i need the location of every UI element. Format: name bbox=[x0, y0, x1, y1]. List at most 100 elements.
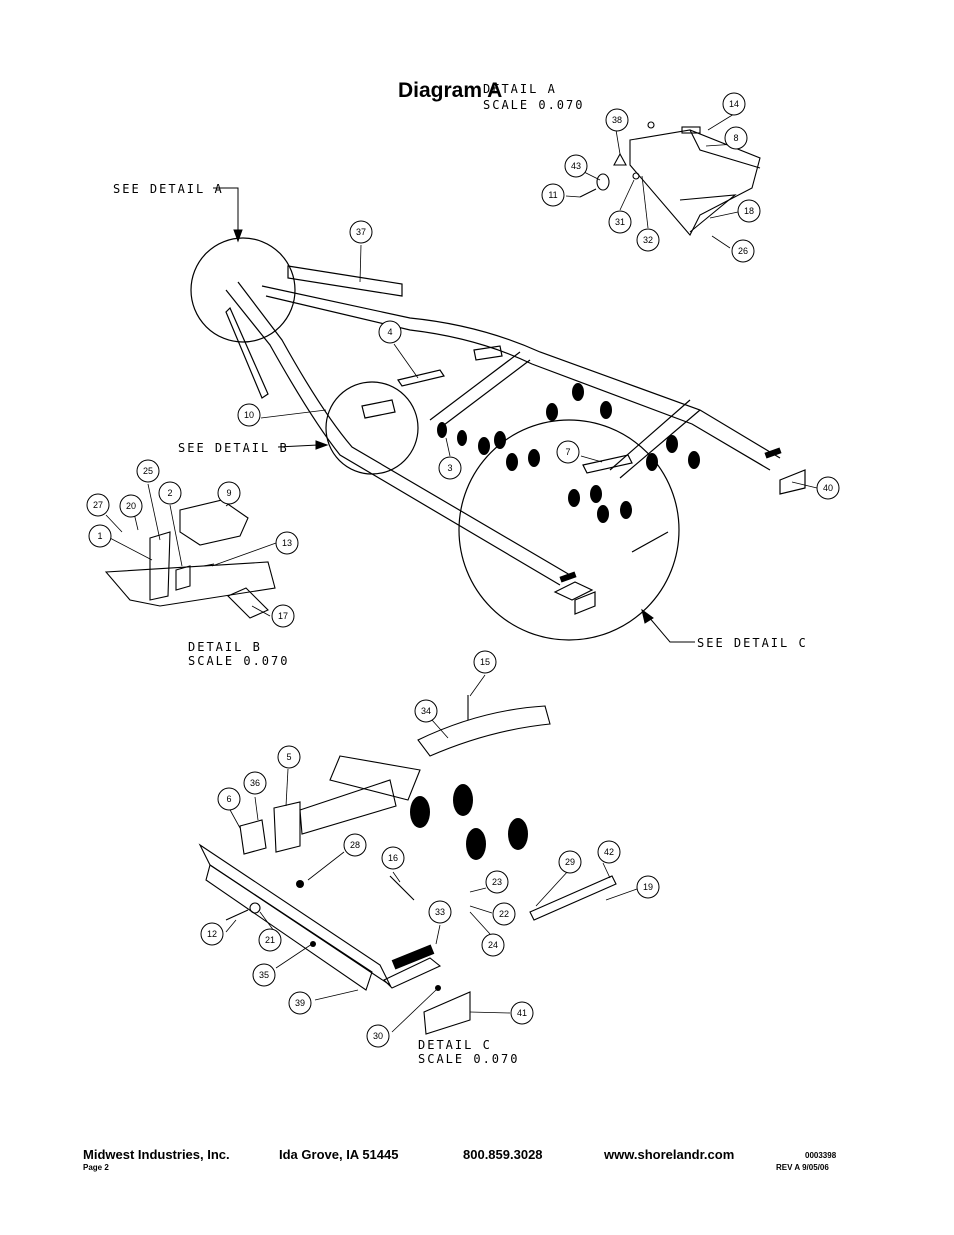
part-balloons: 14 8 38 43 11 31 32 18 26 37 4 10 3 7 40… bbox=[86, 92, 840, 1048]
balloon-21 bbox=[258, 928, 282, 952]
see-detail-a-label: SEE DETAIL A bbox=[113, 182, 224, 196]
footer-location: Ida Grove, IA 51445 bbox=[279, 1147, 399, 1162]
see-detail-leaders bbox=[213, 187, 695, 643]
detail-b-title: DETAIL B bbox=[188, 640, 262, 654]
balloon-8 bbox=[724, 126, 748, 150]
detail-b-parts bbox=[104, 499, 276, 619]
balloon-36-number: 36 bbox=[250, 778, 260, 788]
balloon-16 bbox=[381, 846, 405, 870]
balloon-12 bbox=[200, 922, 224, 946]
balloon-33 bbox=[428, 900, 452, 924]
balloon-7 bbox=[556, 440, 580, 464]
balloon-17 bbox=[271, 604, 295, 628]
balloon-30-number: 30 bbox=[373, 1031, 383, 1041]
trailer-frame bbox=[190, 237, 806, 641]
balloon-42 bbox=[597, 840, 621, 864]
balloon-29 bbox=[558, 850, 582, 874]
footer-company: Midwest Industries, Inc. bbox=[83, 1147, 230, 1162]
balloon-19 bbox=[636, 875, 660, 899]
balloon-20 bbox=[119, 494, 143, 518]
balloon-32 bbox=[636, 228, 660, 252]
balloon-18 bbox=[737, 199, 761, 223]
balloon-6-number: 6 bbox=[226, 794, 231, 804]
balloon-39-number: 39 bbox=[295, 998, 305, 1008]
page-title: Diagram A bbox=[398, 79, 503, 102]
balloon-1-number: 1 bbox=[97, 531, 102, 541]
balloon-18-number: 18 bbox=[744, 206, 754, 216]
balloon-26 bbox=[731, 239, 755, 263]
balloon-34 bbox=[414, 699, 438, 723]
balloon-41 bbox=[510, 1001, 534, 1025]
detail-a-circle bbox=[190, 237, 296, 343]
balloon-5 bbox=[277, 745, 301, 769]
balloon-38-number: 38 bbox=[612, 115, 622, 125]
balloon-11-number: 11 bbox=[548, 190, 557, 200]
balloon-38 bbox=[605, 108, 629, 132]
balloon-36 bbox=[243, 771, 267, 795]
balloon-32-number: 32 bbox=[643, 235, 653, 245]
balloon-25-number: 25 bbox=[143, 466, 153, 476]
balloon-42-number: 42 bbox=[604, 847, 614, 857]
balloon-27-number: 27 bbox=[93, 500, 103, 510]
footer-doc-number: 0003398 bbox=[805, 1151, 837, 1160]
balloon-25 bbox=[136, 459, 160, 483]
balloon-2 bbox=[158, 481, 182, 505]
balloon-7-number: 7 bbox=[565, 447, 570, 457]
see-detail-c-label: SEE DETAIL C bbox=[697, 636, 808, 650]
balloon-27 bbox=[86, 493, 110, 517]
detail-c-scale: SCALE 0.070 bbox=[418, 1052, 519, 1066]
detail-b-label: DETAIL B SCALE 0.070 bbox=[188, 640, 289, 668]
balloon-35-number: 35 bbox=[259, 970, 269, 980]
balloon-2-number: 2 bbox=[167, 488, 172, 498]
balloon-14 bbox=[722, 92, 746, 116]
balloon-21-number: 21 bbox=[265, 935, 275, 945]
balloon-8-number: 8 bbox=[733, 133, 738, 143]
balloon-40 bbox=[816, 476, 840, 500]
balloon-15 bbox=[473, 650, 497, 674]
balloon-13-number: 13 bbox=[282, 538, 292, 548]
detail-b-circle bbox=[325, 381, 419, 475]
balloon-37 bbox=[349, 220, 373, 244]
footer-revision: REV A 9/05/06 bbox=[776, 1163, 829, 1172]
balloon-12-number: 12 bbox=[207, 929, 217, 939]
balloon-24 bbox=[481, 933, 505, 957]
balloon-35 bbox=[252, 963, 276, 987]
balloon-24-number: 24 bbox=[488, 940, 498, 950]
balloon-29-number: 29 bbox=[565, 857, 575, 867]
balloon-16-number: 16 bbox=[388, 853, 398, 863]
balloon-1 bbox=[88, 524, 112, 548]
balloon-15-number: 15 bbox=[480, 657, 490, 667]
balloon-26-number: 26 bbox=[738, 246, 748, 256]
balloon-14-number: 14 bbox=[729, 99, 739, 109]
footer-page-number: Page 2 bbox=[83, 1163, 109, 1172]
balloon-19-number: 19 bbox=[643, 882, 653, 892]
roller-wheels-main bbox=[437, 383, 782, 583]
balloon-22-number: 22 bbox=[499, 909, 509, 919]
balloon-28 bbox=[343, 833, 367, 857]
balloon-43 bbox=[564, 154, 588, 178]
detail-c-label: DETAIL C SCALE 0.070 bbox=[418, 1038, 519, 1066]
balloon-9 bbox=[217, 481, 241, 505]
detail-a-scale: SCALE 0.070 bbox=[483, 98, 584, 112]
balloon-3 bbox=[438, 456, 462, 480]
balloon-39 bbox=[288, 991, 312, 1015]
balloon-41-number: 41 bbox=[517, 1008, 527, 1018]
balloon-31 bbox=[608, 210, 632, 234]
balloon-34-number: 34 bbox=[421, 706, 431, 716]
detail-b-scale: SCALE 0.070 bbox=[188, 654, 289, 668]
balloon-10-number: 10 bbox=[244, 410, 254, 420]
footer-website: www.shorelandr.com bbox=[604, 1147, 735, 1162]
detail-c-title: DETAIL C bbox=[418, 1038, 492, 1052]
balloon-22 bbox=[492, 902, 516, 926]
balloon-28-number: 28 bbox=[350, 840, 360, 850]
balloon-4 bbox=[378, 320, 402, 344]
balloon-13 bbox=[275, 531, 299, 555]
detail-c-parts bbox=[198, 695, 617, 1035]
balloon-40-number: 40 bbox=[823, 483, 833, 493]
balloon-30 bbox=[366, 1024, 390, 1048]
roller-wheels-detail-c bbox=[296, 784, 528, 991]
balloon-31-number: 31 bbox=[615, 217, 625, 227]
balloon-43-number: 43 bbox=[571, 161, 581, 171]
